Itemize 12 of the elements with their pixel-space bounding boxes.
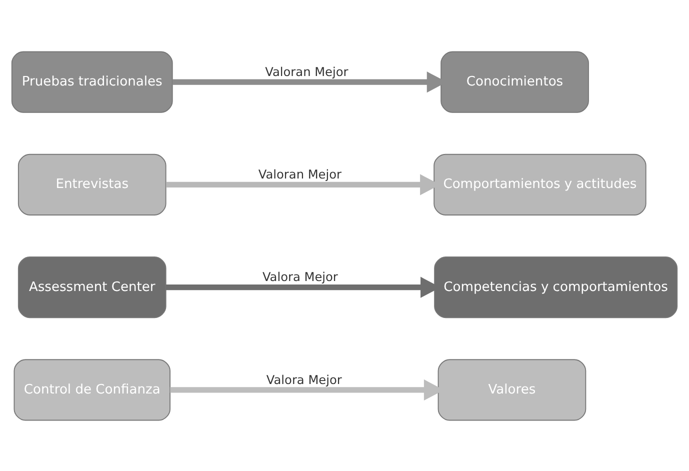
node-box: Conocimientos [440,50,589,112]
edge-label: Valoran Mejor [265,64,348,78]
node-box: Control de Confianza [14,358,170,420]
node-box: Comportamientos y actitudes [434,153,646,215]
node-box: Pruebas tradicionales [11,50,173,112]
node-box: Competencias y comportamientos [434,256,678,318]
node-box: Valores [438,358,586,420]
edge-label: Valora Mejor [262,270,338,284]
edge-label: Valoran Mejor [258,167,342,182]
node-box: Entrevistas [18,153,166,215]
node-box: Assessment Center [18,256,166,318]
edge-label: Valora Mejor [266,372,342,386]
